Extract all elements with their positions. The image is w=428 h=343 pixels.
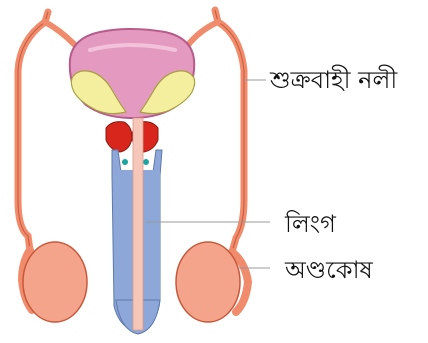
gland-left	[122, 159, 128, 165]
label-penis: লিংগ	[285, 212, 336, 236]
urethra	[133, 118, 143, 330]
vas-deferens-left	[18, 12, 48, 250]
gland-right	[143, 159, 149, 165]
vas-deferens-right	[215, 10, 244, 252]
label-vas-deferens: শুক্রবাহী নলী	[270, 68, 397, 92]
label-scrotum: অণ্ডকোষ	[285, 258, 373, 282]
prostate-left	[106, 122, 132, 152]
testis-right	[176, 242, 240, 322]
testis-left	[23, 242, 87, 322]
